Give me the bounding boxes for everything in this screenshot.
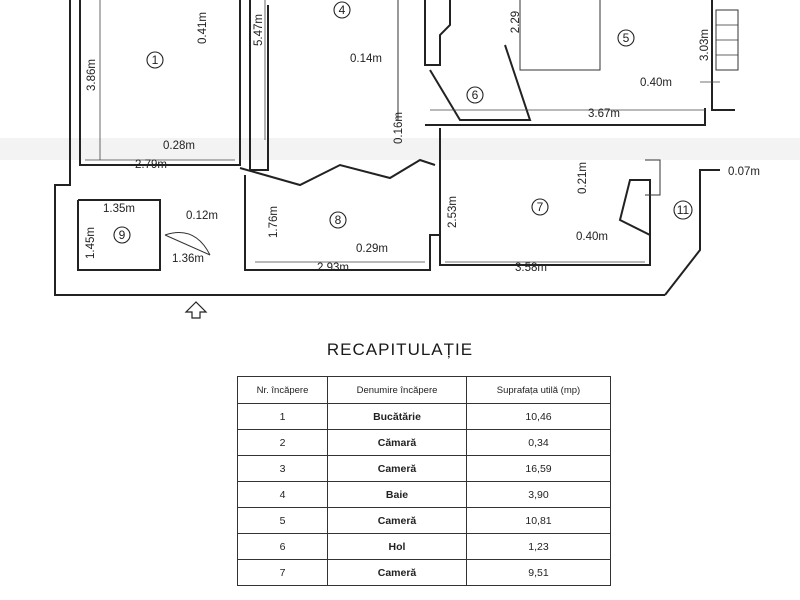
- cell-area: 0,34: [466, 429, 611, 456]
- dim-0-21: 0.21m: [577, 162, 589, 194]
- dim-5-47: 5.47m: [253, 14, 265, 46]
- cell-area: 10,81: [466, 507, 611, 534]
- room-8-walls: [244, 175, 440, 271]
- room-9-walls: [77, 199, 161, 271]
- dim-3-67: 3.67m: [588, 108, 620, 120]
- dim-0-12: 0.12m: [186, 210, 218, 222]
- dim-1-36: 1.36m: [172, 253, 204, 265]
- svg-text:11: 11: [677, 203, 690, 217]
- floor-plan: 1 4 5 6 7 8 9 11 3.86m 0.41m 5.47m 0.14m…: [0, 0, 800, 319]
- dim-1-76: 1.76m: [268, 206, 280, 238]
- dim-2-79: 2.79m: [135, 159, 167, 171]
- cell-room-name: Bucătărie: [327, 403, 467, 430]
- dim-1-45: 1.45m: [85, 227, 97, 259]
- dim-0-14: 0.14m: [350, 53, 382, 65]
- cell-room-number: 2: [237, 429, 328, 456]
- table-row: 5 Cameră 10,81: [237, 507, 611, 534]
- cell-area: 10,46: [466, 403, 611, 430]
- recap-header-row: Nr. încăpere Denumire încăpere Suprafața…: [237, 376, 611, 404]
- room-label-6: 6: [466, 86, 484, 104]
- scan-smudge: [0, 138, 800, 160]
- corridor-wall: [425, 108, 706, 126]
- dim-0-07: 0.07m: [728, 166, 760, 178]
- cell-room-number: 4: [237, 481, 328, 508]
- cell-room-number: 1: [237, 403, 328, 430]
- cell-room-number: 3: [237, 455, 328, 482]
- dim-3-86: 3.86m: [86, 59, 98, 91]
- room-7-stair: [645, 159, 661, 196]
- room-label-9: 9: [113, 226, 131, 244]
- room-label-4: 4: [333, 1, 351, 19]
- hall-6-walls: [429, 44, 532, 121]
- cell-area: 3,90: [466, 481, 611, 508]
- room-5-walls: [519, 0, 601, 71]
- table-row: 1 Bucătărie 10,46: [237, 403, 611, 430]
- cell-room-number: 6: [237, 533, 328, 560]
- cell-area: 16,59: [466, 455, 611, 482]
- dim-3-58: 3.58m: [515, 262, 547, 274]
- dim-2-29: 2.29: [510, 11, 522, 33]
- cell-room-name: Cameră: [327, 455, 467, 482]
- entrance-arrow-icon: [184, 301, 208, 319]
- outer-wall-right: [664, 169, 720, 296]
- table-row: 7 Cameră 9,51: [237, 559, 611, 586]
- dim-0-16: 0.16m: [393, 112, 405, 144]
- cell-room-number: 5: [237, 507, 328, 534]
- svg-text:7: 7: [537, 200, 544, 214]
- dim-1-35: 1.35m: [103, 203, 135, 215]
- svg-text:4: 4: [339, 3, 346, 17]
- door-swing: [164, 232, 211, 256]
- room-4-walls: [249, 0, 269, 171]
- recap-table: Nr. încăpere Denumire încăpere Suprafața…: [237, 376, 611, 586]
- room-label-7: 7: [531, 198, 549, 216]
- cell-room-name: Hol: [327, 533, 467, 560]
- dim-0-41: 0.41m: [197, 12, 209, 44]
- header-room-number: Nr. încăpere: [237, 376, 328, 404]
- room-5-niche: [424, 0, 451, 66]
- recap-title: RECAPITULAȚIE: [326, 340, 474, 359]
- dim-2-93: 2.93m: [317, 262, 349, 274]
- cell-room-name: Baie: [327, 481, 467, 508]
- svg-text:6: 6: [472, 88, 479, 102]
- svg-text:8: 8: [335, 213, 342, 227]
- room-7-walls: [439, 128, 651, 266]
- svg-text:1: 1: [152, 53, 159, 67]
- room-label-5: 5: [617, 29, 635, 47]
- room-label-1: 1: [146, 51, 164, 69]
- dim-0-29: 0.29m: [356, 243, 388, 255]
- outer-wall-left: [54, 0, 665, 296]
- header-room-name: Denumire încăpere: [327, 376, 467, 404]
- table-row: 6 Hol 1,23: [237, 533, 611, 560]
- dim-2-53: 2.53m: [447, 196, 459, 228]
- table-row: 3 Cameră 16,59: [237, 455, 611, 482]
- room-label-11: 11: [673, 200, 693, 220]
- svg-text:5: 5: [623, 31, 630, 45]
- room-1-walls: [79, 0, 241, 166]
- table-row: 2 Cămară 0,34: [237, 429, 611, 456]
- svg-text:9: 9: [119, 228, 126, 242]
- cell-room-name: Cameră: [327, 507, 467, 534]
- header-usable-area: Suprafața utilă (mp): [466, 376, 611, 404]
- center-partition: [239, 158, 436, 187]
- cell-area: 1,23: [466, 533, 611, 560]
- outer-wall-top-right: [711, 0, 735, 111]
- dim-0-40-right: 0.40m: [576, 231, 608, 243]
- cell-room-name: Cameră: [327, 559, 467, 586]
- cell-room-name: Cămară: [327, 429, 467, 456]
- cell-area: 9,51: [466, 559, 611, 586]
- cell-room-number: 7: [237, 559, 328, 586]
- room-label-8: 8: [329, 211, 347, 229]
- dim-0-28: 0.28m: [163, 140, 195, 152]
- dim-0-40-top: 0.40m: [640, 77, 672, 89]
- dim-3-03: 3.03m: [699, 29, 711, 61]
- table-row: 4 Baie 3,90: [237, 481, 611, 508]
